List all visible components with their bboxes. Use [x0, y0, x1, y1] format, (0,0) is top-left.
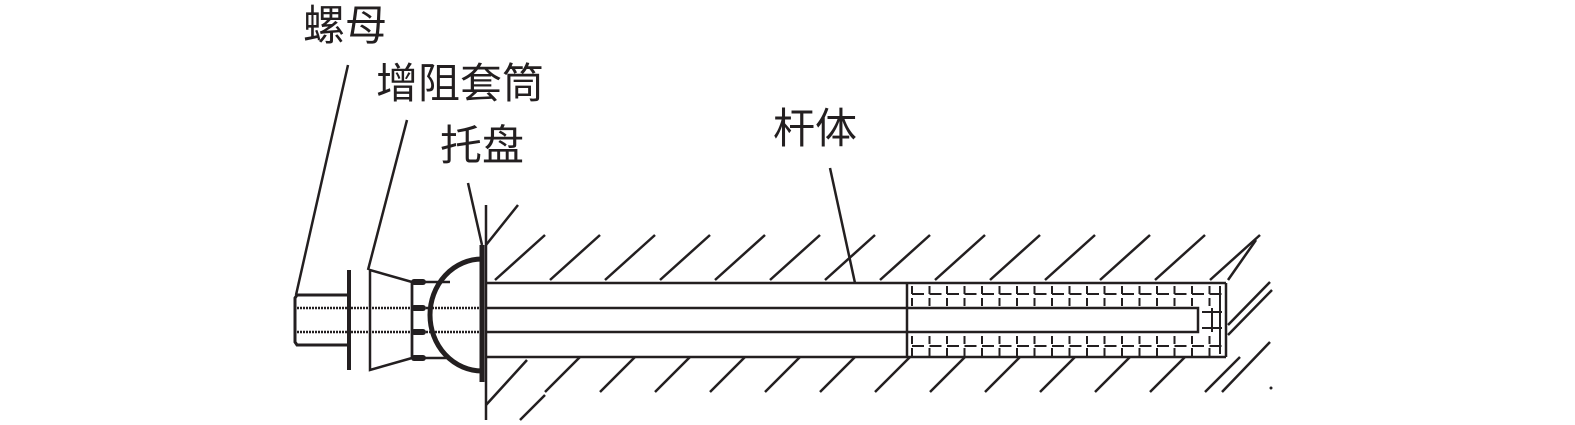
hatch-line — [599, 356, 636, 393]
label-tray: 托盘 — [440, 121, 525, 170]
hatch-line — [989, 234, 1041, 281]
hatch-line — [1094, 356, 1131, 393]
hatch-line — [549, 234, 601, 281]
hatch-line — [984, 356, 1021, 393]
hatch-line — [764, 356, 801, 393]
rock-hatching — [485, 204, 1273, 421]
hatch-line — [1099, 234, 1151, 281]
sleeve-teeth — [411, 279, 426, 361]
label-sleeve: 增阻套筒 — [376, 59, 545, 108]
hatch-line — [1149, 356, 1186, 393]
grout-fill — [911, 286, 1222, 356]
hatch-line — [824, 234, 876, 281]
hatch-line — [519, 394, 546, 421]
leader-sleeve — [366, 119, 409, 271]
leader-rod — [828, 167, 857, 284]
hatch-line — [709, 356, 746, 393]
hatch-line — [879, 234, 931, 281]
hatch-line — [1227, 289, 1273, 336]
nut — [293, 293, 349, 347]
hatch-line — [1227, 281, 1271, 326]
hatch-line — [604, 234, 656, 281]
label-nut: 螺母 — [303, 1, 388, 50]
hatch-line — [769, 234, 821, 281]
hatch-line — [1039, 356, 1076, 393]
label-rod: 杆体 — [773, 104, 858, 153]
leader-tray — [466, 182, 484, 246]
hatch-line — [1044, 234, 1096, 281]
resistance-sleeve — [368, 268, 414, 372]
hatch-line — [494, 234, 546, 281]
hatch-line — [1204, 356, 1241, 393]
leader-nut — [294, 64, 350, 296]
hatch-line — [654, 356, 691, 393]
hatch-line — [485, 204, 519, 246]
hatch-line — [485, 359, 528, 406]
hatch-line — [1226, 239, 1258, 281]
hatch-line — [714, 234, 766, 281]
hatch-line — [1221, 341, 1271, 393]
hatch-line — [659, 234, 711, 281]
hatch-line — [1209, 234, 1261, 281]
hatch-line — [934, 234, 986, 281]
hatch-line — [819, 356, 856, 393]
hatch-line — [874, 356, 911, 393]
rod-core — [486, 306, 1200, 334]
hatch-line — [544, 356, 581, 393]
hatch-line — [929, 356, 966, 393]
tray-dome — [427, 256, 483, 374]
hatch-line — [1154, 234, 1206, 281]
